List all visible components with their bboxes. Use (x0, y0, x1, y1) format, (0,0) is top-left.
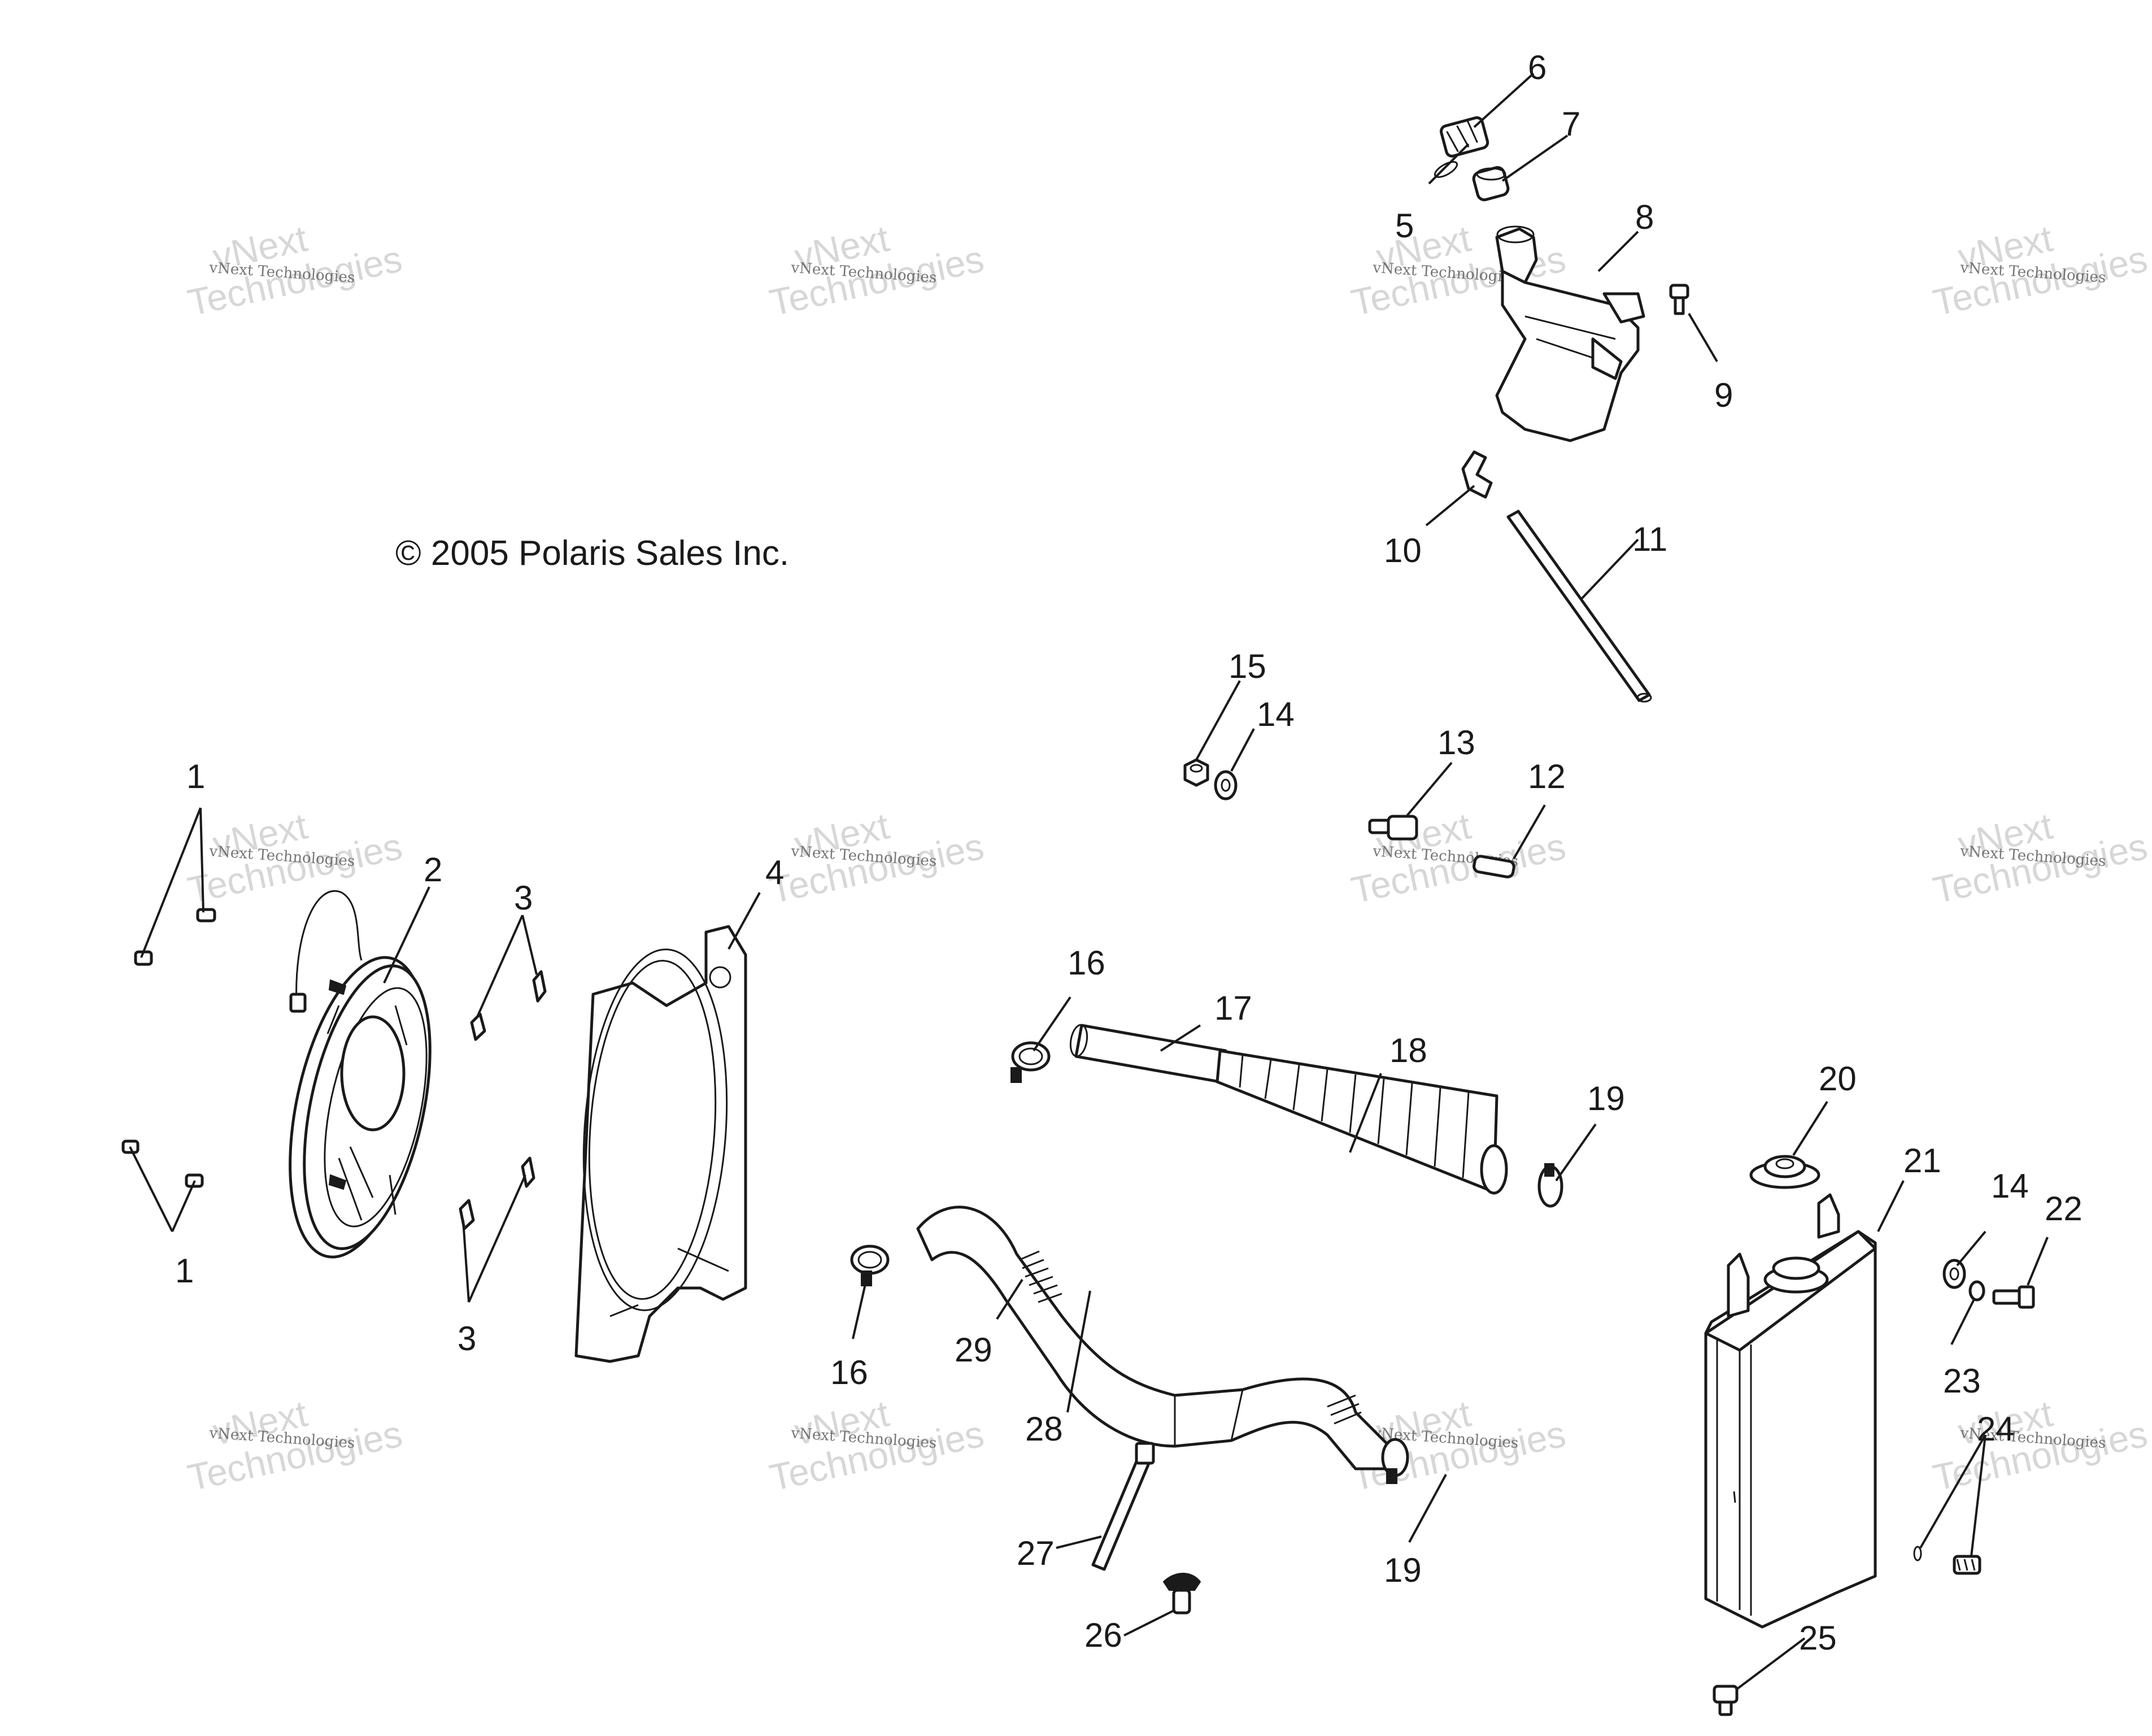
callout-label: 16 (1068, 944, 1105, 982)
part-bolt (1992, 1285, 2035, 1309)
part-overflow-hose (1506, 510, 1652, 703)
part-cable-tie (1091, 1442, 1155, 1571)
callout-label: 15 (1229, 647, 1266, 685)
callout-label: 5 (1395, 207, 1414, 245)
callout-label: 9 (1714, 376, 1733, 414)
part-lock-washer (1968, 1280, 1985, 1302)
callout-label: 7 (1562, 105, 1580, 143)
callout-label: 3 (458, 1320, 476, 1358)
callout-label: 26 (1084, 1616, 1122, 1654)
part-hose-sleeve (1216, 1049, 1508, 1195)
part-cap (1440, 116, 1489, 158)
part-fan-shroud (574, 925, 747, 1363)
part-push-rivet (1162, 1573, 1201, 1615)
callout-label: 2 (424, 851, 442, 889)
callout-labels: 1 1 2 3 3 4 5 6 7 8 9 10 11 12 13 14 14 … (175, 49, 2083, 1657)
part-stud (1368, 815, 1418, 841)
watermark: vNext Technologies (1929, 217, 2151, 323)
part-radiator (1704, 1193, 1877, 1629)
part-cooling-fan (289, 890, 432, 1259)
part-hose-clamp (850, 1245, 890, 1286)
part-radiator-hose (916, 1206, 1397, 1470)
callout-label: 1 (186, 758, 205, 795)
callout-label: 22 (2045, 1190, 2083, 1228)
part-o-ring (1434, 161, 1458, 178)
copyright-notice: © 2005 Polaris Sales Inc. (395, 534, 789, 573)
callout-label: 25 (1799, 1619, 1837, 1657)
callout-label: 10 (1384, 532, 1422, 569)
callout-label: 27 (1017, 1534, 1055, 1572)
part-fan-clips (459, 970, 547, 1230)
callout-label: 18 (1389, 1032, 1427, 1069)
callout-label: 6 (1528, 49, 1547, 86)
callout-label: 24 (1977, 1410, 2015, 1448)
callout-label: 14 (1257, 695, 1295, 733)
callout-label: 20 (1819, 1060, 1857, 1098)
part-fan-screws (121, 908, 216, 1188)
part-nut (1183, 758, 1209, 787)
leader-lines (129, 72, 2049, 1690)
callout-label: 19 (1384, 1551, 1422, 1589)
part-hose-clamp (1381, 1438, 1409, 1484)
part-washer (1214, 770, 1238, 800)
callout-label: 29 (955, 1331, 992, 1369)
part-radiator-cap (1749, 1155, 1820, 1189)
part-hose-clamp (1010, 1041, 1051, 1083)
part-drain-bolt (1713, 1685, 1739, 1716)
part-hose-clamp (1537, 1163, 1563, 1208)
callout-label: 13 (1437, 724, 1475, 762)
part-hose-fitting (1461, 450, 1493, 499)
part-coolant-reservoir (1495, 225, 1645, 442)
callout-label: 23 (1943, 1362, 1981, 1400)
callout-label: 3 (514, 879, 533, 917)
callout-label: 1 (175, 1252, 194, 1290)
callout-label: 28 (1025, 1410, 1063, 1448)
part-screw (1669, 284, 1689, 315)
callout-label: 8 (1635, 198, 1654, 236)
callout-label: 21 (1903, 1142, 1941, 1180)
part-mounting-bolt (1913, 1546, 1981, 1575)
callout-label: 19 (1587, 1080, 1625, 1117)
callout-label: 11 (1632, 520, 1667, 558)
callout-label: 17 (1214, 989, 1252, 1027)
part-washer (1942, 1259, 1966, 1289)
callout-label: 16 (830, 1354, 868, 1391)
callout-label: 14 (1991, 1167, 2029, 1205)
part-spacer (1473, 855, 1515, 878)
part-filler-neck (1472, 166, 1510, 202)
callout-label: 12 (1528, 758, 1566, 795)
callout-label: 4 (765, 854, 784, 891)
part-coolant-pipe (1069, 1024, 1227, 1084)
